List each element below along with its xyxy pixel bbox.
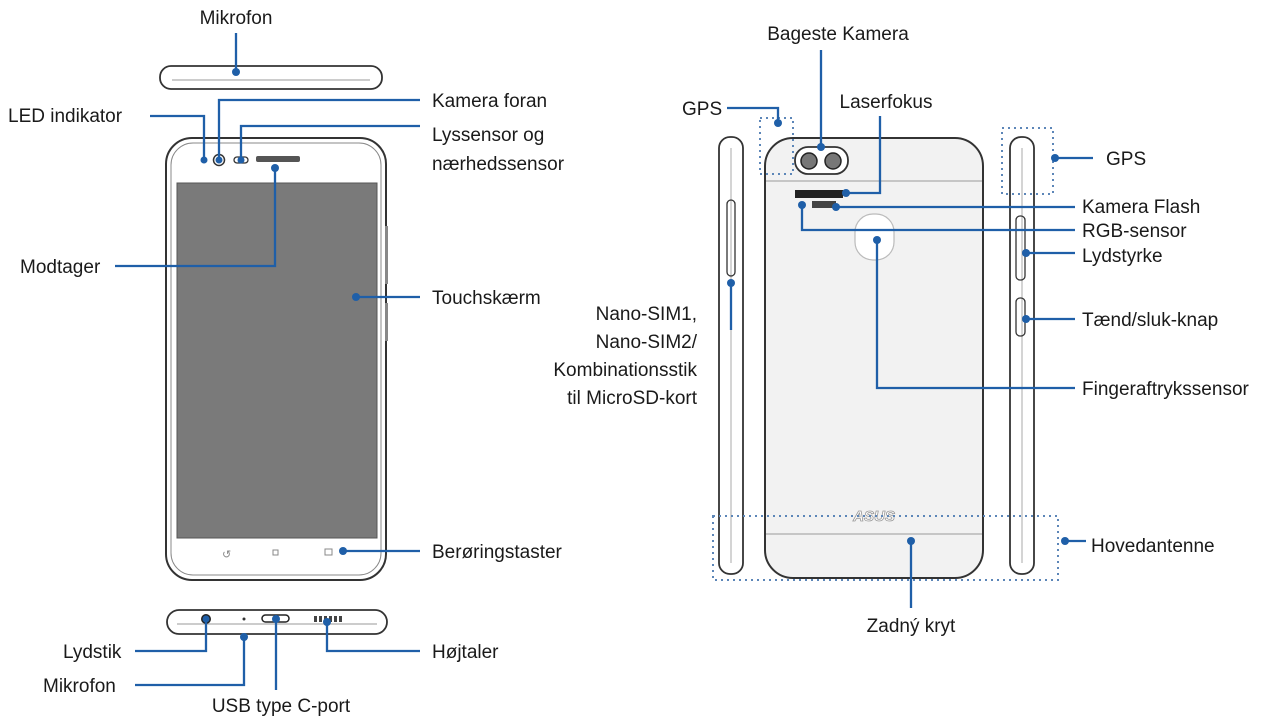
- laser-focus-window: [795, 190, 843, 198]
- label-rgb-sensor: RGB-sensor: [1082, 221, 1187, 242]
- sim-tray-outline: [726, 199, 736, 277]
- phone-front-inner: [170, 142, 382, 576]
- home-key-icon: [272, 549, 279, 556]
- camera-flash-window: [812, 201, 836, 208]
- leader-light-sensor: [239, 124, 420, 160]
- front-side-button-2: [385, 303, 388, 341]
- rear-camera-lens-2: [824, 152, 842, 170]
- label-light-sensor-2: nærhedssensor: [432, 154, 565, 175]
- labels: Mikrofon LED indikator Kamera foran Lyss…: [8, 8, 1250, 717]
- recent-key-icon: [324, 548, 333, 556]
- label-laser-focus: Laserfokus: [840, 92, 933, 113]
- rear-camera-lens-1: [800, 152, 818, 170]
- label-led: LED indikator: [8, 106, 123, 127]
- leader-mic-bottom: [135, 637, 246, 687]
- leader-receiver: [115, 168, 277, 268]
- leader-speaker: [325, 622, 420, 653]
- label-usb-port: USB type C-port: [212, 696, 351, 717]
- label-speaker: Højtaler: [432, 642, 499, 663]
- label-power-key: Tænd/sluk-knap: [1082, 310, 1218, 331]
- back-view: ASUS: [712, 117, 1059, 581]
- bottom-mic-hole: [242, 617, 246, 621]
- brand-logo: ASUS: [852, 508, 895, 525]
- label-light-sensor-1: Lyssensor og: [432, 125, 544, 146]
- label-gps-left: GPS: [682, 99, 722, 120]
- label-back-cover: Zadný kryt: [867, 616, 956, 637]
- front-side-button-1: [385, 226, 388, 284]
- label-receiver: Modtager: [20, 257, 101, 278]
- label-gps-right: GPS: [1106, 149, 1146, 170]
- back-key-icon: ↺: [222, 548, 231, 561]
- label-sim-3: Kombinationsstik: [553, 360, 697, 381]
- leader-front-camera: [217, 98, 420, 160]
- receiver-grille: [256, 156, 300, 162]
- label-sim-2: Nano-SIM2/: [596, 332, 698, 353]
- leader-rgb-sensor: [800, 205, 1075, 232]
- leader-audio-jack: [135, 619, 208, 653]
- label-volume: Lydstyrke: [1082, 246, 1163, 267]
- phone-back-body: [764, 137, 984, 579]
- leader-fingerprint: [875, 240, 1075, 390]
- label-audio-jack: Lydstik: [63, 642, 122, 663]
- leader-endpoints: [200, 68, 1069, 641]
- label-touch-keys: Berøringstaster: [432, 542, 563, 563]
- label-rear-camera: Bageste Kamera: [767, 24, 909, 45]
- touchscreen-area: [176, 182, 378, 539]
- leader-gps-left: [727, 106, 780, 123]
- label-sim-4: til MicroSD-kort: [567, 388, 698, 409]
- label-main-antenna: Hovedantenne: [1091, 536, 1215, 557]
- phone-top-edge: [159, 65, 383, 90]
- front-view: ↺: [159, 65, 388, 635]
- leader-lines: [115, 33, 1093, 690]
- label-sim-1: Nano-SIM1,: [596, 304, 697, 325]
- leader-laser-focus: [846, 116, 882, 195]
- gps-antenna-region-left: [759, 117, 794, 175]
- label-mic-top: Mikrofon: [200, 8, 273, 29]
- main-antenna-region: [712, 515, 1059, 581]
- volume-key-outline: [1015, 215, 1026, 281]
- label-front-camera: Kamera foran: [432, 91, 547, 112]
- label-camera-flash: Kamera Flash: [1082, 197, 1200, 218]
- leader-led: [150, 114, 206, 160]
- label-mic-bottom: Mikrofon: [43, 676, 116, 697]
- label-touchscreen: Touchskærm: [432, 288, 541, 309]
- label-fingerprint: Fingeraftrykssensor: [1082, 379, 1250, 400]
